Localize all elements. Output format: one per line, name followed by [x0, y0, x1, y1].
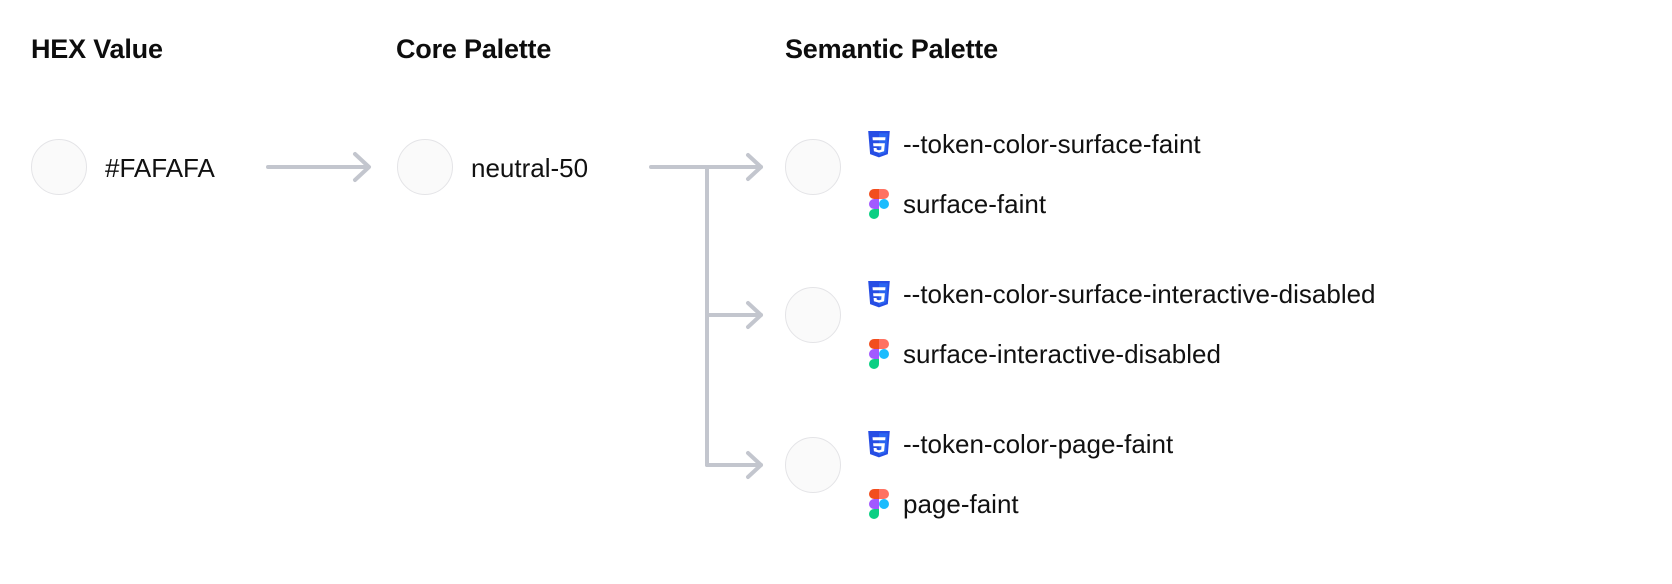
semantic-token-group: --token-color-surface-interactive-disabl…: [866, 264, 1376, 384]
figma-token-name: surface-faint: [903, 189, 1047, 219]
css-token-line: --token-color-page-faint: [866, 414, 1173, 474]
css3-icon: [866, 129, 892, 159]
color-swatch-hex-value: [31, 139, 87, 195]
css3-icon: [866, 429, 892, 459]
color-swatch-semantic-page-faint: [785, 437, 841, 493]
css-token-line: --token-color-surface-faint: [866, 114, 1201, 174]
css3-icon: [866, 279, 892, 309]
css-token-name: --token-color-surface-faint: [903, 129, 1201, 159]
core-palette-label: neutral-50: [471, 153, 589, 183]
color-swatch-semantic-surface-faint: [785, 139, 841, 195]
figma-icon: [866, 189, 892, 219]
color-swatch-core-palette: [397, 139, 453, 195]
column-heading-semantic-palette: Semantic Palette: [785, 34, 998, 64]
figma-token-name: surface-interactive-disabled: [903, 339, 1221, 369]
figma-token-line: page-faint: [866, 474, 1173, 534]
css-token-name: --token-color-surface-interactive-disabl…: [903, 279, 1376, 309]
hex-value-label: #FAFAFA: [105, 153, 215, 183]
figma-icon: [866, 339, 892, 369]
figma-token-line: surface-interactive-disabled: [866, 324, 1376, 384]
figma-token-name: page-faint: [903, 489, 1019, 519]
css-token-name: --token-color-page-faint: [903, 429, 1174, 459]
semantic-token-group: --token-color-page-faint page-faint: [866, 414, 1173, 534]
css-token-line: --token-color-surface-interactive-disabl…: [866, 264, 1376, 324]
color-swatch-semantic-surface-interactive-disabled: [785, 287, 841, 343]
arrow-right-icon-hex-to-core: [266, 152, 371, 182]
semantic-token-group: --token-color-surface-faint surface-fain…: [866, 114, 1201, 234]
figma-icon: [866, 489, 892, 519]
branch-connector-core-to-semantic: [649, 153, 763, 479]
column-heading-hex-value: HEX Value: [31, 34, 163, 64]
figma-token-line: surface-faint: [866, 174, 1201, 234]
column-heading-core-palette: Core Palette: [396, 34, 552, 64]
